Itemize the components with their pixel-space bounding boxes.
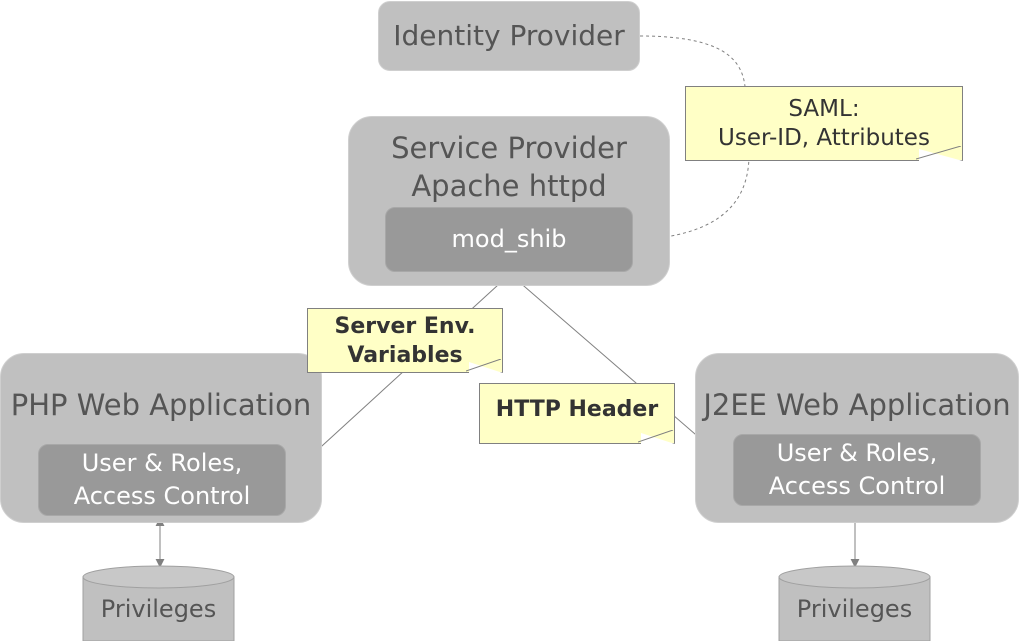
saml-note: SAML: User-ID, Attributes: [685, 86, 963, 161]
saml-note-line2: User-ID, Attributes: [718, 124, 930, 151]
database-icon: [778, 565, 931, 641]
env-note-line2: Variables: [347, 342, 463, 368]
database-icon: [82, 565, 235, 641]
php-access-line2: Access Control: [73, 482, 251, 510]
note-fold-line: [466, 359, 502, 372]
mod-shib-label: mod_shib: [451, 225, 567, 253]
php-privileges-db: Privileges: [82, 565, 235, 641]
note-fold: [469, 362, 503, 373]
note-fold-line: [638, 430, 674, 443]
env-variables-connector: [287, 273, 511, 478]
http-note-label: HTTP Header: [495, 397, 659, 422]
php-privileges-label: Privileges: [100, 595, 217, 623]
php-app-title: PHP Web Application: [10, 388, 312, 422]
j2ee-privileges-label: Privileges: [796, 595, 913, 623]
mod-shib-box: mod_shib: [385, 207, 633, 272]
saml-flow-connector: [635, 35, 750, 245]
j2ee-privileges-db: Privileges: [778, 565, 931, 641]
note-fold: [641, 433, 675, 444]
service-provider-line2: Apache httpd: [411, 169, 607, 203]
j2ee-access-line2: Access Control: [768, 472, 946, 500]
identity-provider-box: Identity Provider: [378, 1, 640, 71]
php-access-line1: User & Roles,: [81, 449, 243, 477]
env-note-line1: Server Env.: [334, 313, 476, 339]
note-fold: [919, 149, 963, 161]
note-fold-line: [916, 146, 962, 160]
php-access-control-box: User & Roles, Access Control: [38, 444, 286, 516]
http-header-note: HTTP Header: [479, 383, 675, 444]
saml-note-line1: SAML:: [788, 95, 860, 122]
service-provider-line1: Service Provider: [391, 131, 627, 165]
env-variables-note: Server Env. Variables: [307, 308, 503, 373]
j2ee-app-title: J2EE Web Application: [703, 388, 1011, 422]
identity-provider-label: Identity Provider: [393, 19, 625, 52]
j2ee-access-control-box: User & Roles, Access Control: [733, 434, 981, 506]
j2ee-access-line1: User & Roles,: [776, 439, 938, 467]
